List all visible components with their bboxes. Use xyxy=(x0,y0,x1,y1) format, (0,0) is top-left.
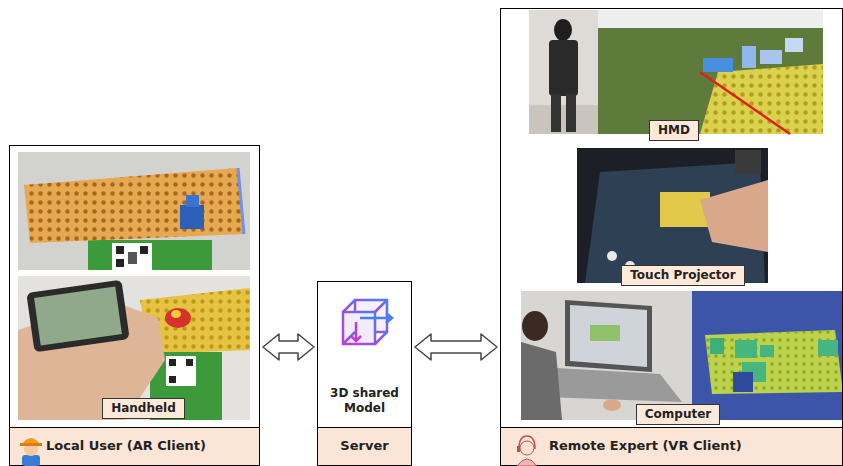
qr-mark xyxy=(140,246,148,254)
cube-edge xyxy=(375,300,387,312)
blue-brick xyxy=(760,50,782,64)
projector-device xyxy=(735,150,761,174)
pegboard-studs xyxy=(24,168,244,243)
ar-photo-top xyxy=(18,152,250,270)
phone-screen xyxy=(34,287,122,346)
green-brick xyxy=(818,340,838,356)
server-panel: 3D shared ModelServer xyxy=(317,281,412,466)
pointer-ray xyxy=(700,72,790,134)
laptop-base xyxy=(545,368,682,402)
qr-mark xyxy=(169,359,176,366)
qr-code xyxy=(166,356,196,386)
blue-brick xyxy=(742,46,756,68)
device-name: Computer xyxy=(645,407,711,422)
sky xyxy=(598,10,823,28)
green-baseplate xyxy=(88,240,212,270)
panel-title: Local User (AR Client) xyxy=(46,438,206,454)
ui-button xyxy=(607,251,617,261)
user-leg xyxy=(551,94,561,132)
photo-background xyxy=(18,276,250,420)
device-label: HMD xyxy=(649,120,699,141)
user-hand xyxy=(700,180,768,252)
blue-brick xyxy=(180,205,204,229)
client-panel: HMD Touch ProjectorComputerRemote Expert … xyxy=(500,8,843,466)
desktop-scene xyxy=(692,291,843,420)
photo-background xyxy=(18,152,250,270)
plate-edge-line xyxy=(238,168,244,234)
qr-mark xyxy=(116,246,124,254)
blue-brick-top xyxy=(186,195,199,207)
photo-background xyxy=(529,10,598,134)
photo-background xyxy=(577,148,768,283)
blue-brick xyxy=(785,38,803,52)
client-panel: HandheldLocal User (AR Client) xyxy=(9,145,260,466)
scene-background xyxy=(692,291,843,420)
smartphone xyxy=(26,280,129,353)
double-arrow xyxy=(415,334,497,360)
hmd-photo xyxy=(529,10,598,134)
green-brick xyxy=(760,345,774,357)
shared-model-icon xyxy=(343,300,392,344)
qr-mark xyxy=(128,252,137,264)
screen-plate xyxy=(590,325,620,341)
red-brick xyxy=(165,308,191,328)
panel-title: Server xyxy=(318,438,411,454)
yellow-baseplate xyxy=(660,192,710,227)
blue-brick xyxy=(733,372,753,392)
floor xyxy=(529,105,598,134)
cube-edge xyxy=(343,300,355,312)
green-brick xyxy=(735,340,757,358)
yellow-baseplate xyxy=(700,64,823,134)
user-body xyxy=(521,342,562,420)
brick-stud xyxy=(171,310,181,318)
vr-scene xyxy=(598,10,823,134)
device-name: Touch Projector xyxy=(630,268,735,283)
head-with-headset xyxy=(554,19,572,41)
user-hand xyxy=(603,399,621,411)
model-name: 3D shared Model xyxy=(322,386,407,416)
laptop-screen-frame xyxy=(565,300,652,372)
device-label: Handheld xyxy=(102,398,185,419)
qr-mark xyxy=(116,259,124,267)
device-label: Touch Projector xyxy=(621,265,744,286)
orange-pegboard xyxy=(24,168,244,243)
ar-photo-bottom xyxy=(18,276,250,420)
user-body xyxy=(549,40,578,96)
touch-projector-photo xyxy=(577,148,768,283)
cube-arrow xyxy=(360,313,392,323)
cube-arrow xyxy=(351,322,361,341)
baseplate-studs xyxy=(700,64,823,134)
computer-photo xyxy=(521,291,692,420)
qr-mark xyxy=(169,376,176,383)
grass-ground xyxy=(598,10,823,134)
double-arrow xyxy=(263,334,314,360)
user-leg xyxy=(566,94,576,132)
qr-code xyxy=(112,243,152,270)
device-name: Handheld xyxy=(111,401,176,416)
device-name: HMD xyxy=(658,123,690,138)
user-head xyxy=(522,311,548,341)
qr-mark xyxy=(186,359,193,366)
laptop-screen xyxy=(570,305,647,367)
blue-brick xyxy=(703,58,733,72)
green-brick xyxy=(710,338,724,354)
device-label: Computer xyxy=(636,404,720,425)
cube-edge xyxy=(375,332,387,344)
photo-background xyxy=(521,291,692,420)
panel-title: Remote Expert (VR Client) xyxy=(549,438,742,454)
green-baseplate xyxy=(705,330,843,394)
baseplate-studs xyxy=(705,330,843,394)
